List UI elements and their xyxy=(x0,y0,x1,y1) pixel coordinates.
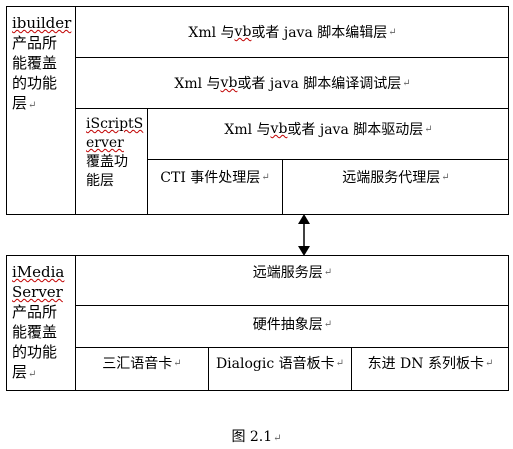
imedia-layer-box xyxy=(6,255,509,391)
dialogic-voice-card: Dialogic 语音板卡↵ xyxy=(215,356,345,372)
iscript-label-line1: iScriptS xyxy=(86,116,144,132)
card-divider-2 xyxy=(351,347,352,391)
top-row-divider-1 xyxy=(75,57,509,58)
remote-service-layer: 远端服务层↵ xyxy=(252,265,333,281)
xml-vb-java-edit-layer: Xml 与 vb 或者 java 脚本编辑层↵ xyxy=(188,24,397,41)
remote-service-proxy-layer: 远端服务代理层↵ xyxy=(342,170,450,186)
bidirectional-arrow-icon xyxy=(298,214,310,256)
iscript-label-line2: erver xyxy=(86,135,124,151)
ibuilder-label-line2: 产品所 xyxy=(12,34,58,52)
ibuilder-label-line1: ibuilder xyxy=(12,14,72,32)
ibuilder-side-label: ibuilder 产品所 能覆盖 的功能 层↵ xyxy=(12,13,71,116)
dongjin-dn-card: 东进 DN 系列板卡↵ xyxy=(367,356,494,372)
imedia-label-line1: iMedia xyxy=(12,263,65,281)
iscript-label-line3: 覆盖功 xyxy=(86,154,128,170)
imedia-label-line4: 能覆盖 xyxy=(12,323,58,341)
bottom-side-divider xyxy=(75,255,76,391)
bottom-row-divider-1 xyxy=(75,305,509,306)
xml-vb-java-driver-layer: Xml 与 vb 或者 java 脚本驱动层↵ xyxy=(224,121,433,138)
top-row-divider-2 xyxy=(75,108,509,109)
imedia-label-line3: 产品所 xyxy=(12,303,58,321)
card-divider-1 xyxy=(208,347,209,391)
iscript-label-line4: 能层 xyxy=(86,173,114,189)
top-side-divider xyxy=(75,6,76,215)
cti-proxy-divider xyxy=(282,159,283,215)
imedia-label-line2: Server xyxy=(12,283,63,301)
ibuilder-label-line5: 层↵ xyxy=(12,94,37,112)
sanhui-voice-card: 三汇语音卡↵ xyxy=(102,356,182,372)
cti-event-layer: CTI 事件处理层↵ xyxy=(160,170,270,186)
top-row-divider-3 xyxy=(147,159,509,160)
imedia-label-line6: 层↵ xyxy=(12,363,37,381)
iscriptserver-side-label: iScriptS erver 覆盖功 能层 xyxy=(86,115,143,191)
imedia-label-line5: 的功能 xyxy=(12,343,58,361)
bottom-row-divider-2 xyxy=(75,347,509,348)
ibuilder-label-line4: 的功能 xyxy=(12,74,58,92)
ibuilder-layer-box xyxy=(6,6,509,215)
imedia-side-label: iMedia Server 产品所 能覆盖 的功能 层↵ xyxy=(12,262,64,385)
iscript-divider xyxy=(147,108,148,215)
ibuilder-label-line3: 能覆盖 xyxy=(12,54,58,72)
hardware-abstraction-layer: 硬件抽象层↵ xyxy=(252,317,333,333)
figure-caption: 图 2.1↵ xyxy=(231,429,282,445)
xml-vb-java-compile-debug-layer: Xml 与 vb 或者 java 脚本编译调试层↵ xyxy=(174,75,411,92)
